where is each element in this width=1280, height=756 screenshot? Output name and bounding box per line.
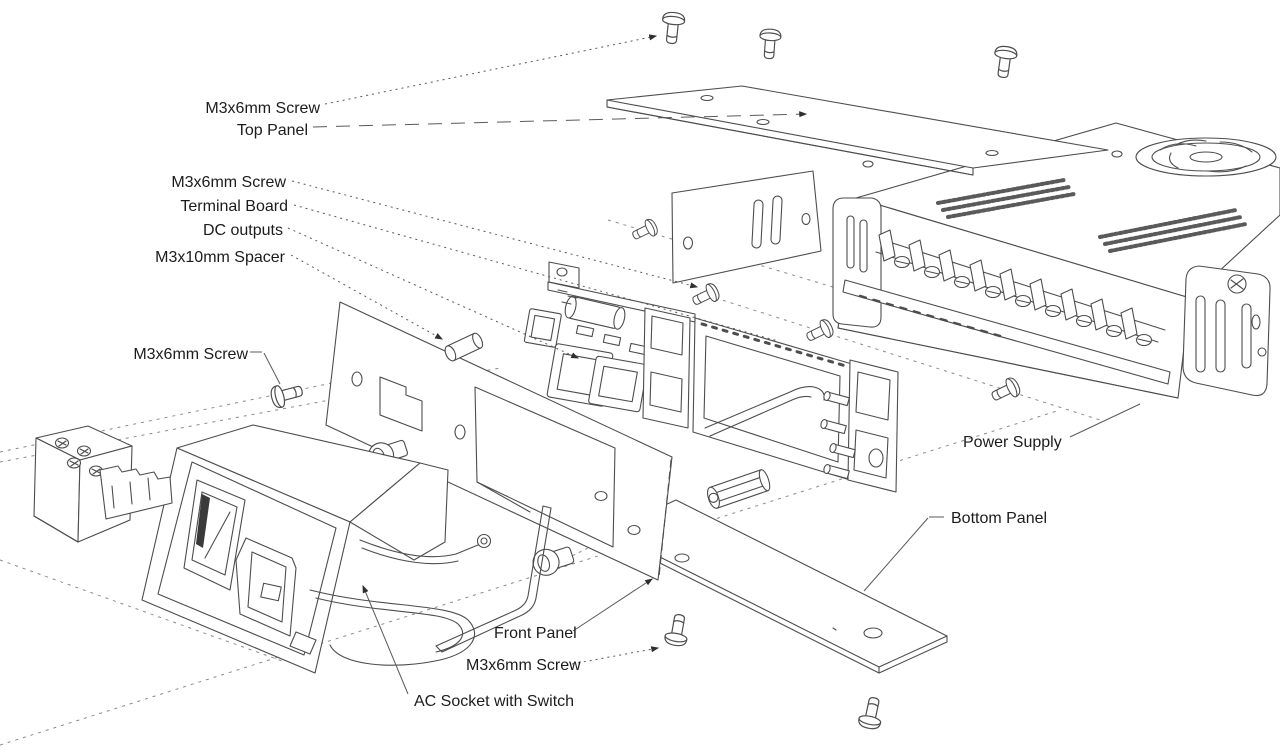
leader-front-panel xyxy=(572,578,654,632)
terminal-block-connector xyxy=(33,425,173,543)
centerline xyxy=(0,409,1061,746)
screw-mid-3 xyxy=(803,317,836,347)
leader-screw-mid xyxy=(291,180,699,289)
leader-screw-bottom xyxy=(571,646,660,665)
fuse xyxy=(564,295,626,330)
dc-output-connectors xyxy=(523,289,648,413)
label-screw-top: M3x6mm Screw xyxy=(205,100,320,117)
screw-bottom-2 xyxy=(856,694,886,732)
screw-mid-1 xyxy=(629,216,661,245)
vent-slots-top xyxy=(936,178,1248,253)
terminal-board-assembly xyxy=(523,261,899,493)
leader-top-panel xyxy=(312,111,808,128)
hex-key xyxy=(435,505,552,653)
side-panel xyxy=(671,170,822,284)
label-dc-outputs: DC outputs xyxy=(203,222,283,239)
screw-top-3 xyxy=(991,44,1019,80)
leader-screw-top xyxy=(324,34,658,105)
screw-left xyxy=(268,379,306,410)
ac-socket-with-switch xyxy=(141,424,552,674)
label-bottom-panel: Bottom Panel xyxy=(951,510,1047,527)
standoff-spacer xyxy=(444,332,484,362)
leader-power-supply xyxy=(1069,403,1141,438)
label-top-panel: Top Panel xyxy=(237,122,308,139)
top-panel xyxy=(606,85,1109,176)
leader-lines xyxy=(250,34,1141,695)
power-supply-unit xyxy=(832,122,1280,399)
leader-ac-socket xyxy=(362,584,409,695)
label-ac-socket: AC Socket with Switch xyxy=(414,693,574,710)
label-screw-mid: M3x6mm Screw xyxy=(171,174,286,191)
terminal-screws xyxy=(54,437,104,477)
screw-mid-4 xyxy=(987,375,1023,407)
screw-bottom-1 xyxy=(663,612,692,648)
centerline xyxy=(699,292,1101,421)
leader-dc-outputs xyxy=(287,227,580,359)
fan-grille xyxy=(1135,137,1277,177)
iec-inlet xyxy=(235,537,297,637)
psu-terminal-strip xyxy=(875,229,1166,347)
psu-right-cap xyxy=(1182,265,1271,397)
hex-spacer xyxy=(706,469,771,509)
labels: M3x6mm Screw Top Panel M3x6mm Screw Term… xyxy=(133,100,1061,710)
screw-top-1 xyxy=(659,10,686,46)
centerline xyxy=(0,559,286,663)
leader-screw-left xyxy=(250,351,281,385)
front-panel xyxy=(325,301,673,581)
leader-bottom-panel xyxy=(863,516,944,592)
wires xyxy=(289,533,492,666)
cap-screw xyxy=(532,546,575,576)
label-front-panel: Front Panel xyxy=(494,625,577,642)
studs xyxy=(820,391,856,480)
label-screw-left: M3x6mm Screw xyxy=(133,346,248,363)
screw-top-2 xyxy=(757,27,782,60)
label-power-supply: Power Supply xyxy=(963,434,1062,451)
rocker-switch xyxy=(183,479,246,591)
label-spacer: M3x10mm Spacer xyxy=(155,249,285,266)
label-terminal-board: Terminal Board xyxy=(180,198,288,215)
label-screw-bottom: M3x6mm Screw xyxy=(466,657,581,674)
